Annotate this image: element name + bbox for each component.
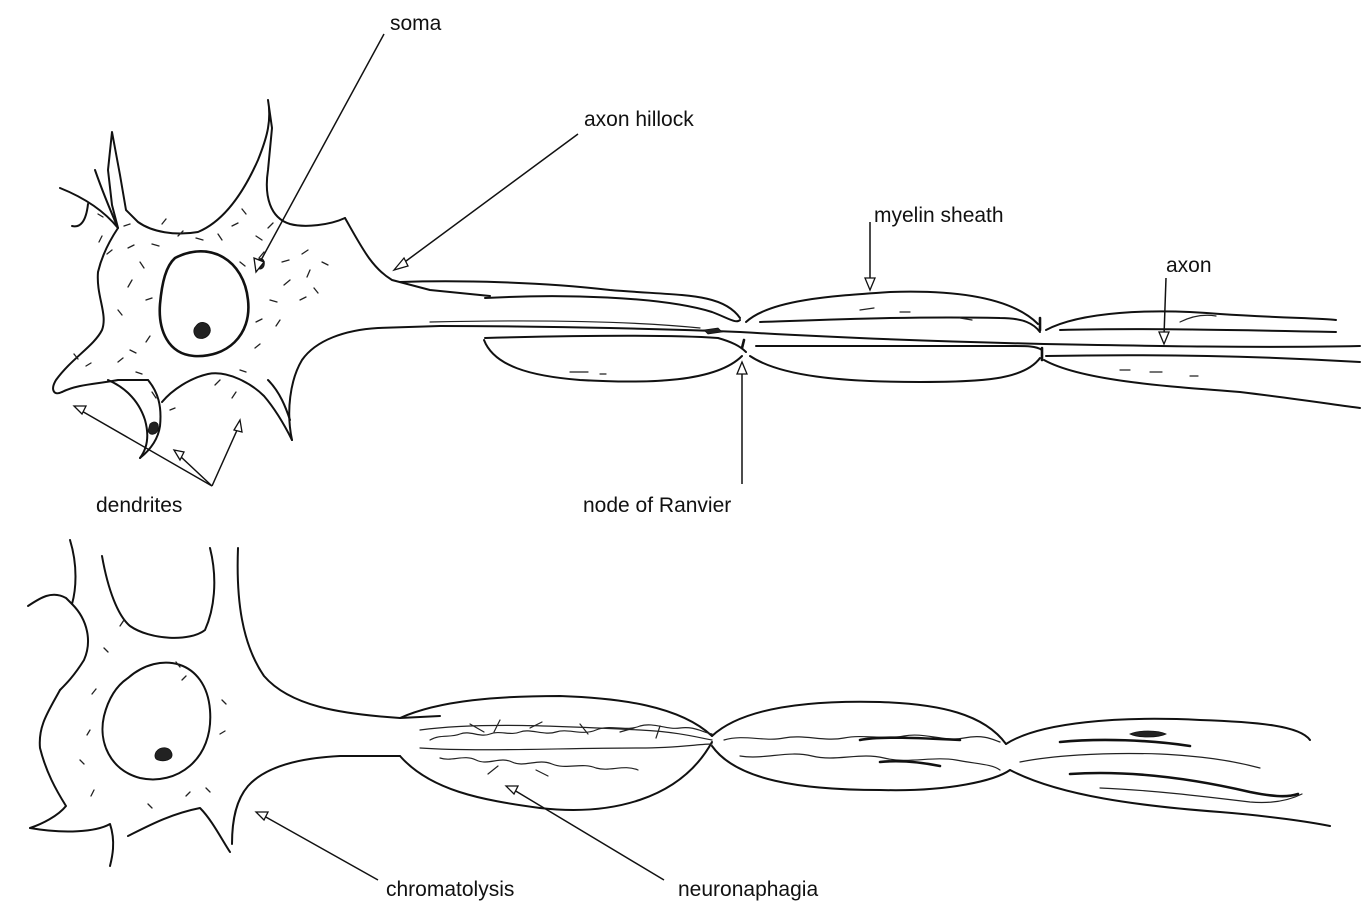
soma-outline — [53, 100, 490, 458]
myelin-segment-3 — [1044, 311, 1360, 408]
nucleus — [160, 251, 249, 356]
pointers — [74, 34, 1169, 880]
normal-neuron — [53, 100, 1360, 458]
myelin-segment-1 — [400, 281, 746, 381]
label-axon: axon — [1166, 254, 1212, 277]
label-node-of-ranvier: node of Ranvier — [583, 494, 731, 517]
axon-core — [430, 321, 1360, 347]
axon-hillock-pointer — [394, 134, 578, 270]
degenerating-neuron — [28, 540, 1330, 866]
soma-pointer — [254, 34, 384, 272]
chromatolysis-pointer — [256, 812, 378, 880]
soma-outline-2 — [28, 540, 440, 866]
myelin-sheath-pointer — [865, 222, 875, 290]
nucleus-2 — [103, 663, 211, 780]
label-dendrites: dendrites — [96, 494, 182, 517]
node-of-ranvier-pointer — [737, 362, 747, 484]
label-neuronaphagia: neuronaphagia — [678, 878, 818, 901]
myelin-segment-2 — [746, 292, 1042, 382]
label-soma: soma — [390, 12, 442, 35]
degenerating-segment-3 — [1006, 719, 1330, 826]
dendrites-pointers — [74, 406, 242, 486]
degenerating-segment-1 — [400, 696, 712, 810]
label-myelin-sheath: myelin sheath — [874, 204, 1004, 227]
degenerating-segment-2 — [712, 702, 1010, 790]
label-axon-hillock: axon hillock — [584, 108, 694, 131]
label-chromatolysis: chromatolysis — [386, 878, 514, 901]
